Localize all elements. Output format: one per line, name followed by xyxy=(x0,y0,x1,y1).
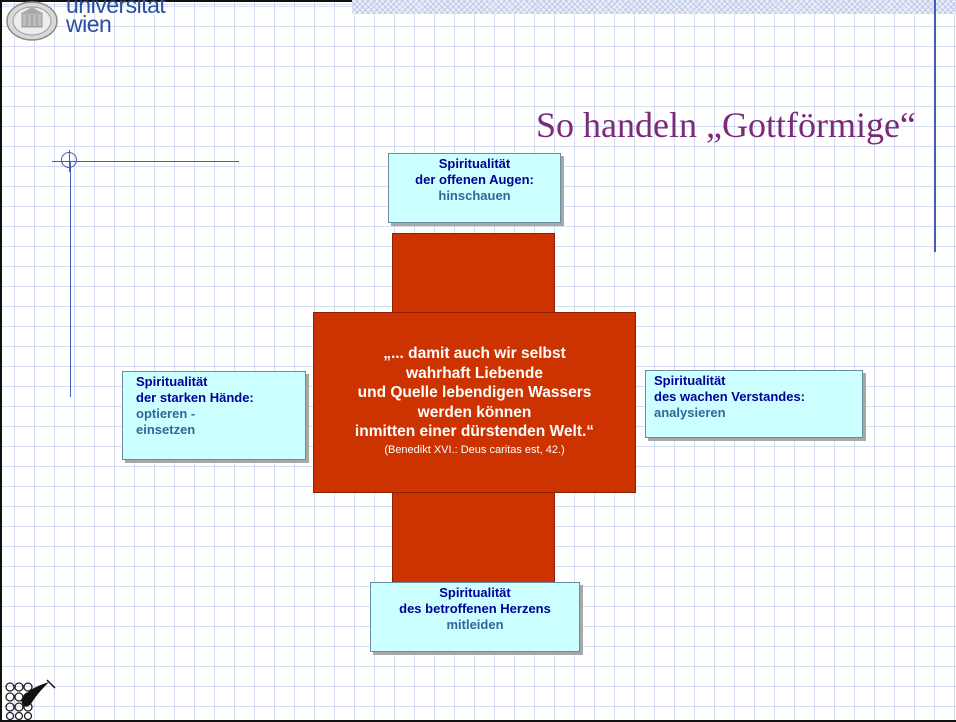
frame-left-line xyxy=(0,0,2,722)
university-logo: universität wien xyxy=(2,0,222,44)
spirituality-box-eyes: Spiritualität der offenen Augen: hinscha… xyxy=(388,153,561,223)
quote-line: wahrhaft Liebende xyxy=(406,364,543,382)
spirituality-box-heart: Spiritualität des betroffenen Herzens mi… xyxy=(370,582,580,652)
box-heading: Spiritualität xyxy=(136,374,208,389)
box-subheading: des betroffenen Herzens xyxy=(399,601,551,616)
top-pattern-band xyxy=(352,0,956,14)
box-subheading: der offenen Augen: xyxy=(415,172,534,187)
university-seal-icon xyxy=(6,1,58,41)
quote-line: werden können xyxy=(417,403,532,421)
frame-bottom-line xyxy=(0,720,956,722)
box-action: hinschauen xyxy=(438,188,511,203)
quote-line: und Quelle lebendigen Wassers xyxy=(357,384,592,401)
spirituality-box-mind: Spiritualität des wachen Verstandes: ana… xyxy=(645,370,863,438)
box-action: optieren - xyxy=(136,406,196,421)
box-subheading: des wachen Verstandes: xyxy=(654,389,806,404)
horizontal-guide-line xyxy=(52,161,239,162)
box-heading: Spiritualität xyxy=(654,373,726,388)
quote-line: inmitten einer dürstenden Welt.“ xyxy=(354,423,595,440)
spirituality-box-hands: Spiritualität der starken Hände: optiere… xyxy=(122,371,306,460)
box-action: mitleiden xyxy=(446,617,504,632)
box-heading: Spiritualität xyxy=(439,585,511,600)
crosshair-tick xyxy=(69,150,70,172)
right-accent-line xyxy=(934,0,936,252)
university-name: universität wien xyxy=(66,0,166,37)
quote-citation: (Benedikt XVI.: Deus caritas est, 42.) xyxy=(384,443,565,456)
slide-logo-icon xyxy=(5,679,56,720)
box-action: einsetzen xyxy=(136,422,196,437)
university-name-line1: universität xyxy=(66,0,166,18)
box-subheading: der starken Hände: xyxy=(136,390,254,405)
box-heading: Spiritualität xyxy=(438,156,511,171)
quote-line: „... damit auch wir selbst xyxy=(383,345,566,362)
box-action: analysieren xyxy=(654,405,726,420)
cross-quote: „... damit auch wir selbst wahrhaft Lieb… xyxy=(313,344,636,457)
slide-title: So handeln „Gottförmige“ xyxy=(536,105,916,145)
university-name-line2: wien xyxy=(66,11,112,37)
vertical-guide-line xyxy=(70,161,71,397)
cross-horizontal-bar xyxy=(313,312,636,493)
frame-top-line xyxy=(0,0,352,2)
